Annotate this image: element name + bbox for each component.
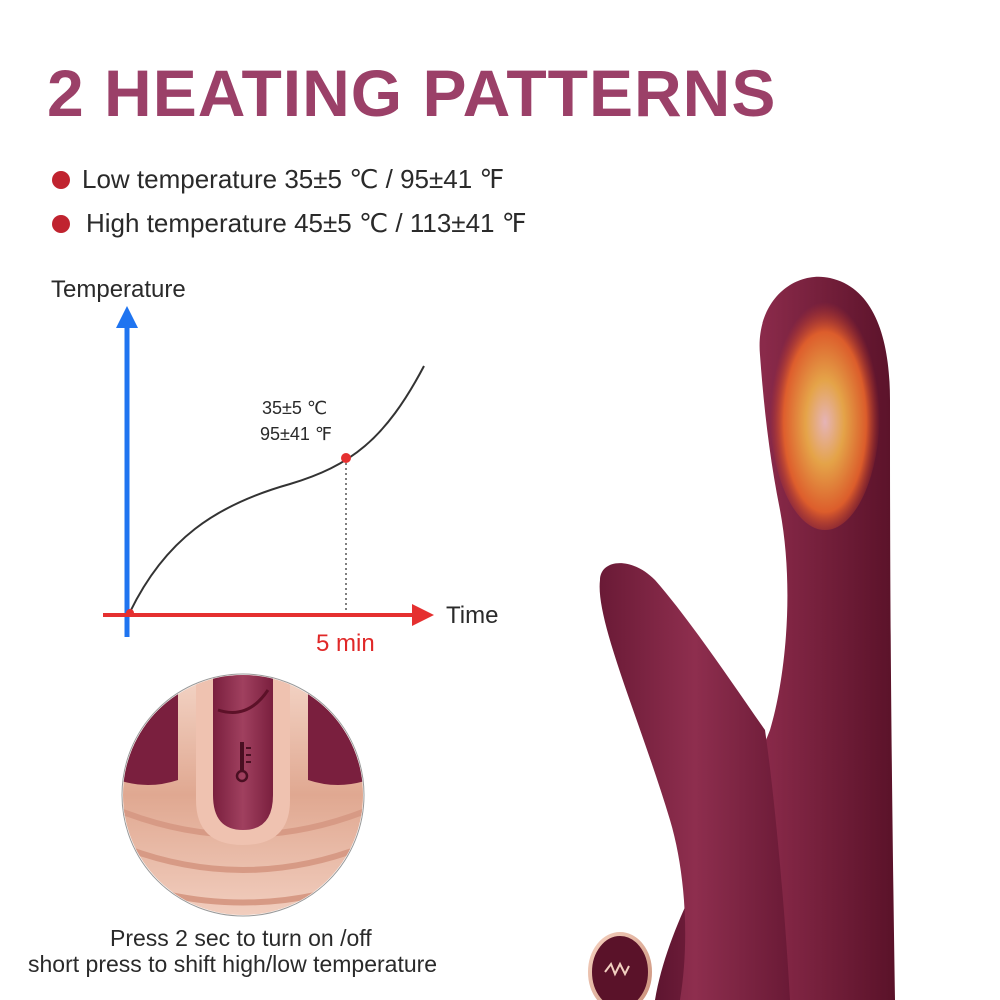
x-marker-label: 5 min bbox=[316, 630, 375, 657]
power-wave-icon bbox=[604, 961, 630, 977]
y-axis-label: Temperature bbox=[51, 276, 186, 303]
instruction-line-2: short press to shift high/low temperatur… bbox=[28, 951, 438, 977]
point-label-fahrenheit: 95±41 ℉ bbox=[260, 424, 333, 444]
page-title: 2 HEATING PATTERNS bbox=[47, 56, 777, 130]
thermometer-icon bbox=[235, 742, 251, 783]
bullet-dot-icon bbox=[52, 214, 70, 233]
y-axis-arrow bbox=[116, 306, 138, 328]
device-clitoral-arm bbox=[599, 563, 790, 1000]
high-temperature-text: High temperature 45±5 ℃ / 113±41 ℉ bbox=[86, 208, 527, 238]
point-label-celsius: 35±5 ℃ bbox=[262, 398, 328, 418]
power-button bbox=[588, 932, 652, 1000]
origin-dot bbox=[126, 609, 134, 617]
low-temperature-text: Low temperature 35±5 ℃ / 95±41 ℉ bbox=[82, 164, 505, 194]
device-illustration bbox=[588, 276, 895, 1000]
bullet-dot-icon bbox=[52, 170, 70, 189]
low-temperature-spec: Low temperature 35±5 ℃ / 95±41 ℉ bbox=[52, 164, 504, 195]
x-axis-arrow bbox=[412, 604, 434, 626]
x-axis-label: Time bbox=[446, 602, 499, 629]
temperature-curve bbox=[129, 365, 425, 613]
button-closeup bbox=[121, 673, 365, 917]
temperature-time-graph bbox=[103, 306, 434, 637]
high-temperature-spec: High temperature 45±5 ℃ / 113±41 ℉ bbox=[52, 208, 526, 239]
instruction-line-1: Press 2 sec to turn on /off bbox=[110, 925, 372, 951]
heat-flame-icon bbox=[770, 290, 880, 530]
marked-point bbox=[341, 453, 351, 463]
